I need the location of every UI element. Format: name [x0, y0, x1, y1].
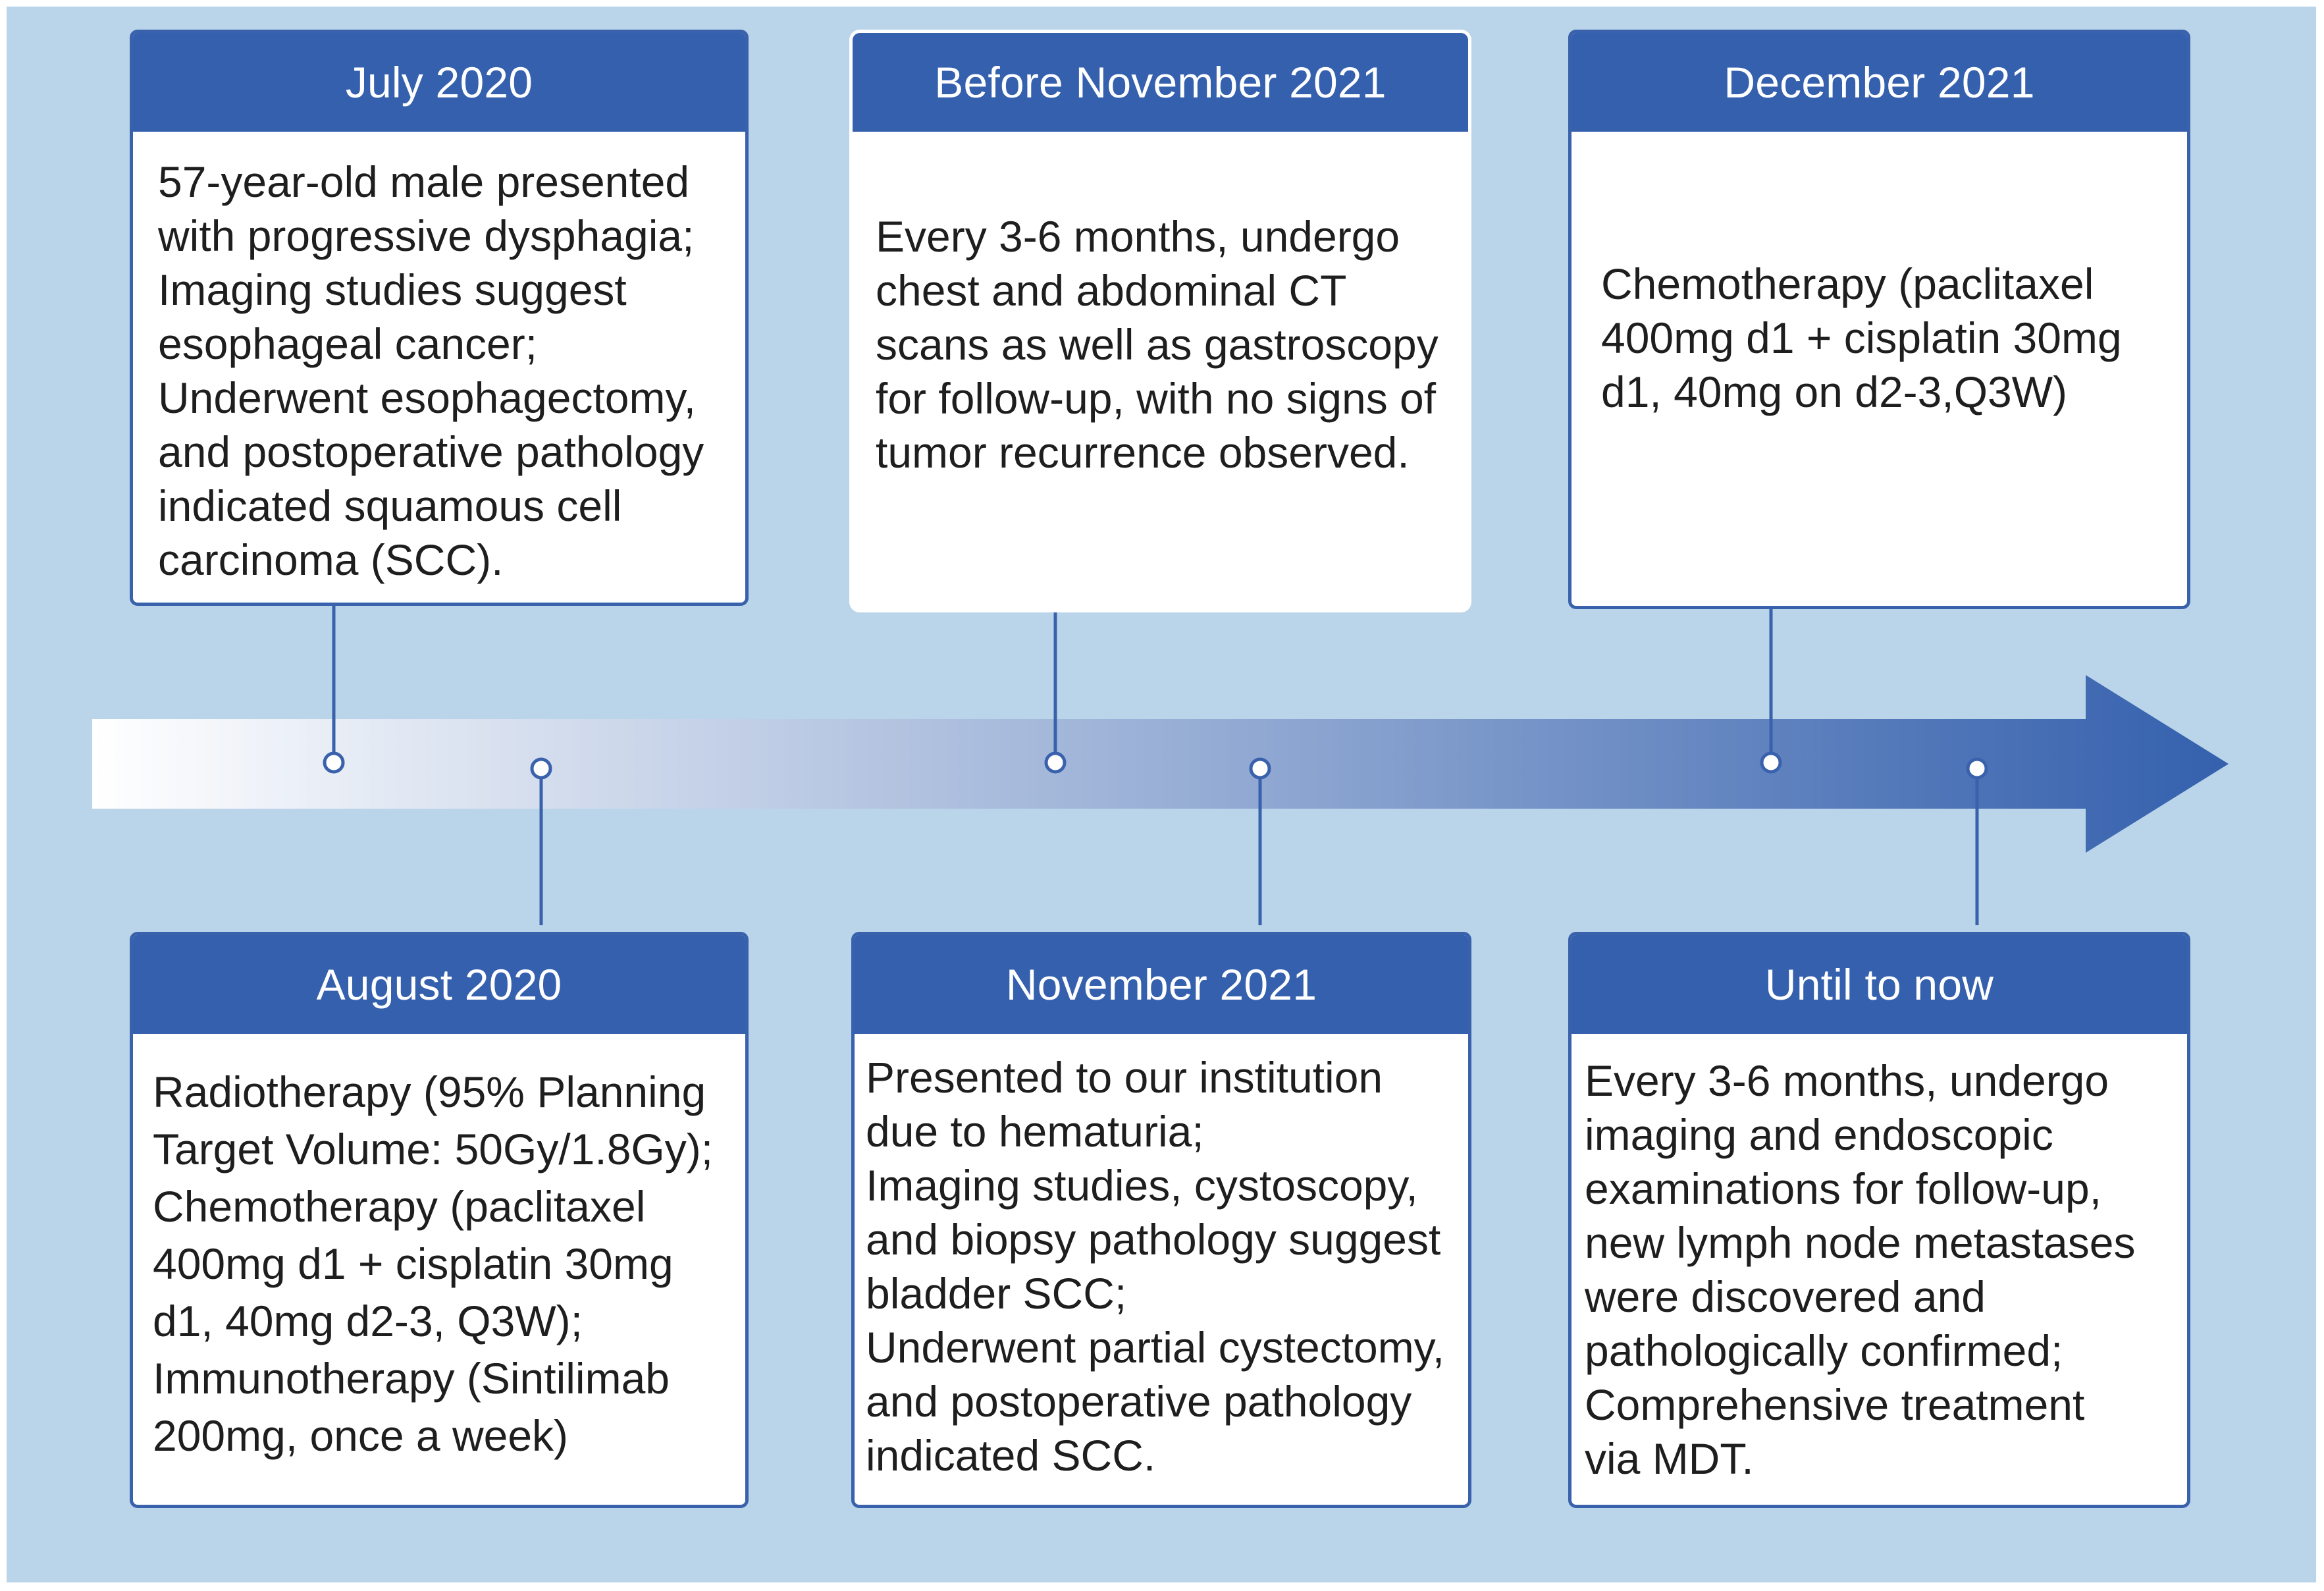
timeline-node-august-2020 — [530, 757, 552, 780]
event-card-august-2020: August 2020 Radiotherapy (95% Planning T… — [130, 932, 749, 1508]
event-date: July 2020 — [133, 33, 745, 132]
event-card-november-2021: November 2021 Presented to our instituti… — [851, 932, 1471, 1508]
timeline-diagram: July 2020 57-year-old male presented wit… — [7, 7, 2316, 1582]
event-description: Every 3-6 months, undergo imaging and en… — [1585, 1056, 2136, 1483]
event-date: Before November 2021 — [853, 33, 1468, 132]
timeline-node-before-november-2021 — [1044, 751, 1067, 774]
event-card-july-2020: July 2020 57-year-old male presented wit… — [130, 30, 749, 606]
timeline-graphic — [92, 603, 2229, 925]
timeline-node-december-2021 — [1760, 751, 1782, 774]
event-description: Presented to our institution due to hema… — [866, 1053, 1445, 1480]
event-date: Until to now — [1571, 935, 2187, 1034]
event-date: December 2021 — [1571, 33, 2187, 132]
timeline-node-until-now — [1966, 757, 1988, 780]
event-date: November 2021 — [855, 935, 1468, 1034]
event-card-until-now: Until to now Every 3-6 months, undergo i… — [1568, 932, 2190, 1508]
timeline-arrow — [92, 675, 2229, 853]
event-date: August 2020 — [133, 935, 745, 1034]
event-description: Chemotherapy (paclitaxel 400mg d1 + cisp… — [1601, 259, 2122, 416]
event-description: Radiotherapy (95% Planning Target Volume… — [153, 1067, 714, 1460]
event-description: Every 3-6 months, undergo chest and abdo… — [876, 212, 1439, 477]
event-description: 57-year-old male presented with progress… — [158, 157, 704, 584]
event-card-before-november-2021: Before November 2021 Every 3-6 months, u… — [849, 30, 1471, 612]
event-card-december-2021: December 2021 Chemotherapy (paclitaxel 4… — [1568, 30, 2190, 609]
timeline-node-november-2021 — [1249, 757, 1271, 780]
timeline-node-july-2020 — [323, 751, 345, 774]
